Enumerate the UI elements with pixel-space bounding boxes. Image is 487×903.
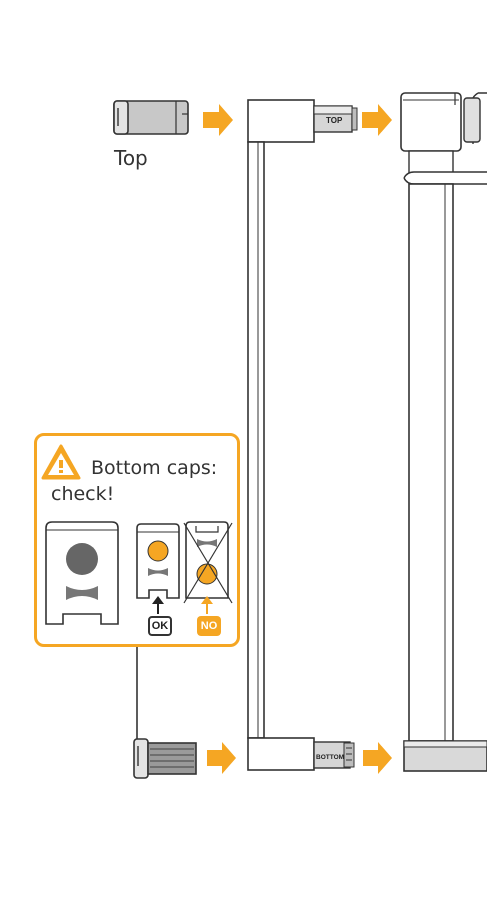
ok-badge: OK (148, 616, 172, 636)
cap-no-view (183, 521, 233, 614)
arrow-right-icon (362, 104, 392, 136)
cap-large-view (45, 521, 119, 625)
top-cap-label: Top (114, 146, 148, 170)
top-part-label: TOP (326, 116, 343, 125)
arrow-right-icon (203, 104, 233, 136)
no-badge: NO (197, 616, 221, 636)
bottom-caps-warning: Bottom caps: check! OK NO (34, 433, 240, 647)
warning-subtitle: check! (51, 483, 115, 505)
top-cap-part (113, 100, 189, 135)
wall-frame (400, 92, 487, 772)
cap-ok-view (136, 523, 180, 614)
warning-illustration (41, 444, 233, 625)
warning-title: Bottom caps: (91, 457, 218, 479)
arrow-right-icon (363, 742, 392, 774)
bottom-part-label: BOTTOM (316, 754, 344, 761)
gate-frame (247, 99, 358, 771)
warning-triangle-icon (41, 444, 81, 480)
arrow-right-icon (207, 742, 236, 774)
bottom-cap-part (133, 738, 197, 779)
